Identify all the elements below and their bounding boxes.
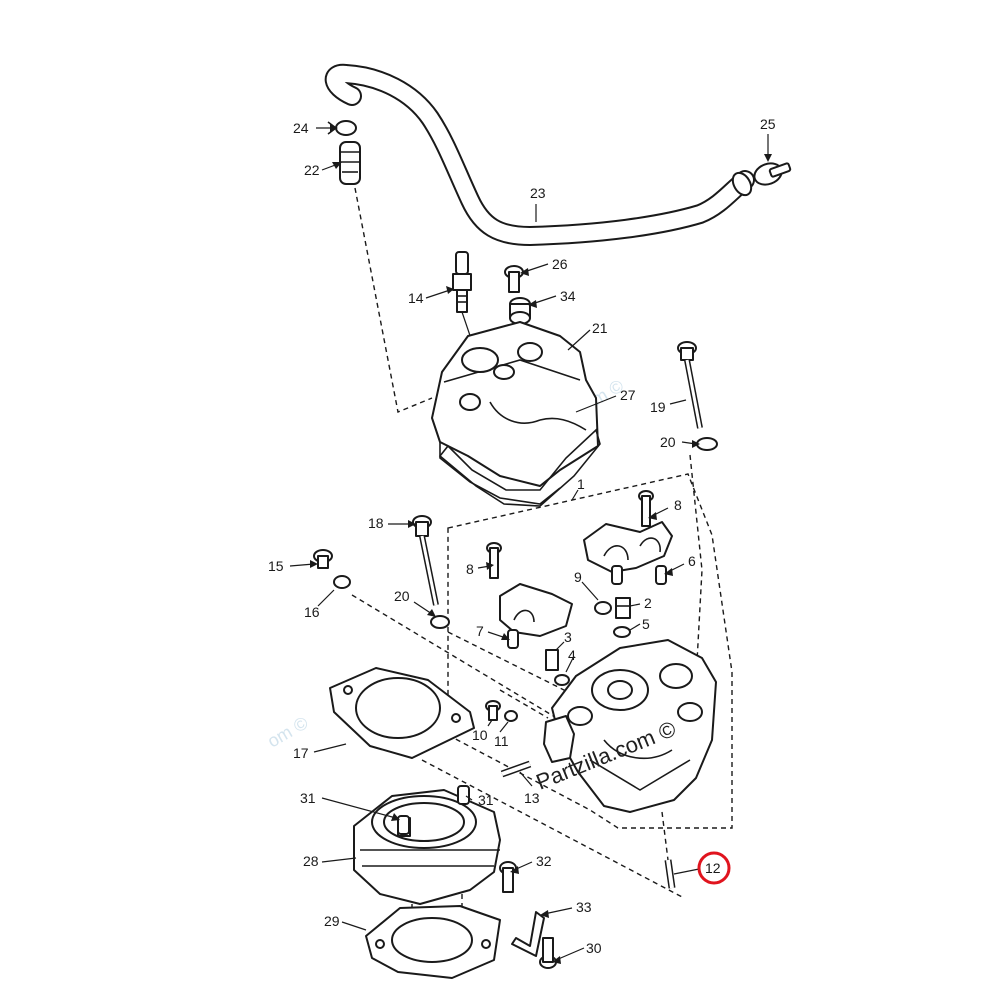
callout-5[interactable]: 5 bbox=[642, 616, 650, 632]
plug-bolt-15 bbox=[313, 549, 333, 569]
callout-30[interactable]: 30 bbox=[586, 940, 602, 956]
callout-7[interactable]: 7 bbox=[476, 623, 484, 639]
cap-bolt-8-left bbox=[486, 542, 502, 579]
callout-12-highlight-ring bbox=[697, 851, 731, 885]
dowel-31-b bbox=[457, 785, 470, 805]
callout-31-right[interactable]: 31 bbox=[478, 792, 494, 808]
cover-gasket-27 bbox=[438, 428, 601, 507]
callout-leaders bbox=[289, 124, 772, 964]
pipe-33 bbox=[511, 911, 545, 957]
dowel-6-a bbox=[611, 565, 623, 585]
dowel-6-b bbox=[655, 565, 667, 585]
callout-18[interactable]: 18 bbox=[368, 515, 384, 531]
hose-clamp-25 bbox=[753, 162, 792, 186]
washer-20-lower bbox=[430, 615, 450, 629]
camshaft-cap-left bbox=[499, 583, 573, 637]
washer-11 bbox=[504, 710, 518, 722]
callout-8-left[interactable]: 8 bbox=[466, 561, 474, 577]
hose-joint-22 bbox=[339, 141, 361, 185]
callout-6[interactable]: 6 bbox=[688, 553, 696, 569]
callout-28[interactable]: 28 bbox=[303, 853, 319, 869]
callout-19[interactable]: 19 bbox=[650, 399, 666, 415]
bolt-9 bbox=[594, 601, 612, 615]
dowel-31-a bbox=[397, 815, 410, 835]
callout-15[interactable]: 15 bbox=[268, 558, 284, 574]
callout-12[interactable]: 12 bbox=[705, 860, 721, 876]
callout-10[interactable]: 10 bbox=[472, 727, 488, 743]
callout-labels: 24 22 25 23 14 26 34 21 27 19 20 1 8 18 … bbox=[268, 116, 776, 956]
stud-13 bbox=[500, 760, 532, 778]
stud-bolt-12 bbox=[664, 859, 676, 889]
guide-3 bbox=[545, 649, 559, 671]
dowel-7 bbox=[507, 629, 519, 649]
spark-plug-14 bbox=[452, 251, 481, 366]
callout-33[interactable]: 33 bbox=[576, 899, 592, 915]
callout-11[interactable]: 11 bbox=[494, 733, 509, 749]
washer-16 bbox=[333, 575, 351, 589]
callout-8-right[interactable]: 8 bbox=[674, 497, 682, 513]
callout-9[interactable]: 9 bbox=[574, 569, 582, 585]
bolt-30 bbox=[539, 937, 557, 969]
callout-3[interactable]: 3 bbox=[564, 629, 572, 645]
breather-hose-23 bbox=[324, 63, 755, 247]
callout-2[interactable]: 2 bbox=[644, 595, 652, 611]
valve-guide-2 bbox=[615, 597, 631, 619]
bolt-32 bbox=[499, 861, 517, 893]
callout-25[interactable]: 25 bbox=[760, 116, 776, 132]
callout-34[interactable]: 34 bbox=[560, 288, 576, 304]
bolt-10 bbox=[485, 700, 501, 721]
callout-17[interactable]: 17 bbox=[293, 745, 309, 761]
clip-4 bbox=[554, 674, 570, 686]
cylinder-head bbox=[551, 639, 717, 813]
callout-16[interactable]: 16 bbox=[304, 604, 320, 620]
grommet-34 bbox=[509, 297, 531, 325]
callout-13[interactable]: 13 bbox=[524, 790, 540, 806]
callout-26[interactable]: 26 bbox=[552, 256, 568, 272]
callout-27[interactable]: 27 bbox=[620, 387, 636, 403]
callout-20-upper[interactable]: 20 bbox=[660, 434, 676, 450]
callout-4[interactable]: 4 bbox=[568, 647, 576, 663]
tensioner-body bbox=[543, 715, 575, 763]
callout-32[interactable]: 32 bbox=[536, 853, 552, 869]
callout-24[interactable]: 24 bbox=[293, 120, 309, 136]
callout-29[interactable]: 29 bbox=[324, 913, 340, 929]
callout-20-lower[interactable]: 20 bbox=[394, 588, 410, 604]
callout-1[interactable]: 1 bbox=[577, 476, 585, 492]
callout-14[interactable]: 14 bbox=[408, 290, 424, 306]
head-gasket-17 bbox=[329, 667, 475, 759]
callout-23[interactable]: 23 bbox=[530, 185, 546, 201]
cylinder-head-cover-21 bbox=[431, 321, 599, 505]
cover-bolt-26 bbox=[504, 265, 524, 293]
callout-22[interactable]: 22 bbox=[304, 162, 320, 178]
camshaft-cap-right bbox=[583, 521, 673, 573]
o-ring-5 bbox=[613, 626, 631, 638]
cap-bolt-8-right bbox=[638, 490, 654, 527]
stud-bolt-19 bbox=[677, 341, 703, 429]
stud-bolt-18 bbox=[412, 515, 439, 606]
base-gasket-29 bbox=[365, 905, 501, 979]
cylinder-head-assembly-frame bbox=[447, 473, 733, 829]
callout-31-left[interactable]: 31 bbox=[300, 790, 316, 806]
callout-21[interactable]: 21 bbox=[592, 320, 608, 336]
